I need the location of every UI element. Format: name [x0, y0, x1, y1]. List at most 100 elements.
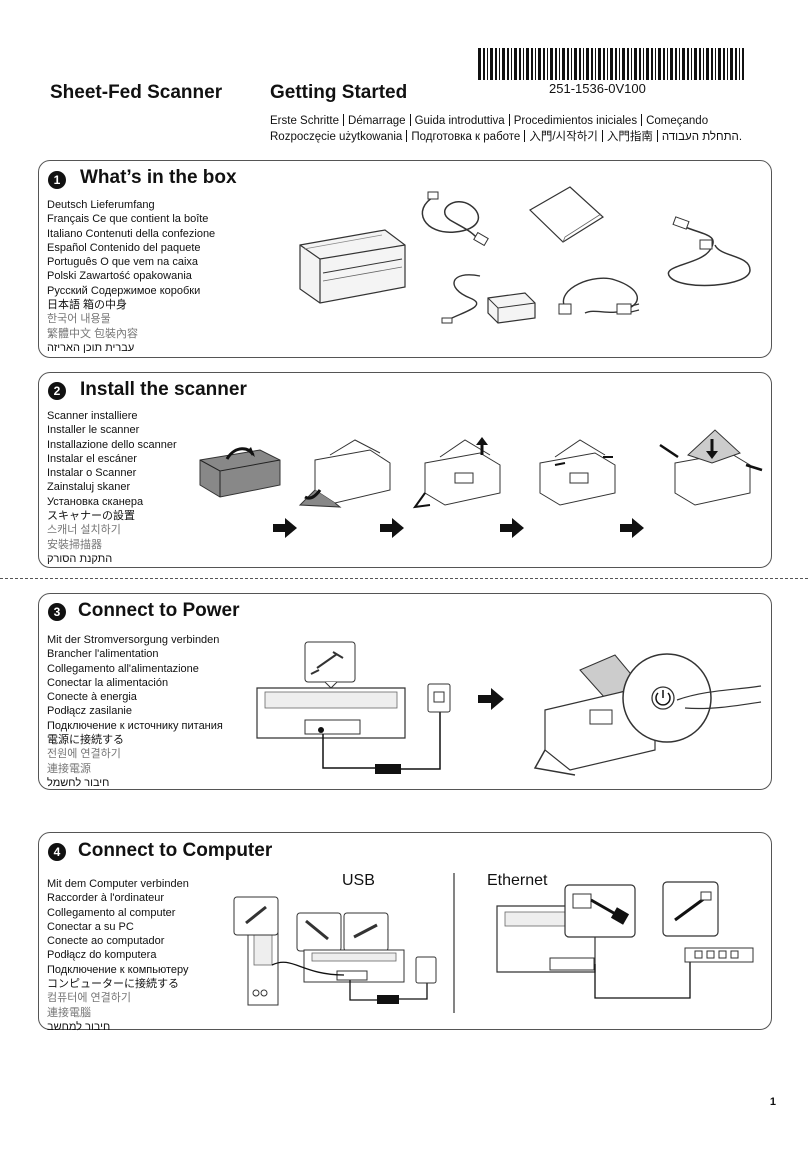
barcode-bar [591, 48, 593, 80]
lang-line: コンピューターに接続する [47, 978, 179, 991]
usb-label: USB [342, 872, 375, 889]
barcode-bar [667, 48, 668, 80]
section-connect-computer [38, 832, 772, 1030]
lang-line: Français Ce que contient la boîte [47, 213, 209, 226]
barcode-bar [682, 48, 685, 80]
scanner-rear-power-illustration [256, 641, 451, 774]
barcode-bar [607, 48, 608, 80]
barcode-bar [610, 48, 613, 80]
lang-line: Português O que vem na caixa [47, 256, 199, 269]
usb-connection-illustration [233, 896, 437, 1006]
barcode-bar [718, 48, 721, 80]
barcode-bar [739, 48, 740, 80]
subtitle-he: התחלת העבודה. [661, 131, 743, 143]
barcode-bar [502, 48, 505, 80]
section-3-languages: Mit der Stromversorgung verbinden Branch… [47, 633, 223, 790]
barcode-bar [742, 48, 744, 80]
ethernet-label: Ethernet [487, 872, 548, 889]
lang-line: Подключение к источнику питания [47, 719, 223, 732]
barcode-bar [646, 48, 649, 80]
barcode-bar [655, 48, 656, 80]
barcode-bar [547, 48, 548, 80]
lang-line: Установка сканера [47, 495, 144, 508]
barcode-bar [691, 48, 692, 80]
barcode-bar [670, 48, 673, 80]
lang-line: Instalar o Scanner [47, 467, 137, 480]
barcode-bar [634, 48, 637, 80]
barcode-bar [526, 48, 529, 80]
lang-line: Русский Содержимое коробки [47, 284, 201, 297]
subtitle-zh: 入門指南 [606, 131, 653, 143]
lang-line: Conectar la alimentación [47, 676, 169, 689]
step-number-2: 2 [48, 382, 66, 400]
section-title-1: What’s in the box [80, 167, 237, 188]
section-title-4: Connect to Computer [78, 840, 273, 861]
barcode [478, 48, 744, 80]
barcode-bar [727, 48, 728, 80]
lang-line: עברית תוכן האריזה [47, 341, 135, 354]
barcode-bar [703, 48, 704, 80]
scanner-power-button-illustration [533, 653, 762, 776]
barcode-bar [499, 48, 500, 80]
barcode-bar [538, 48, 541, 80]
section-4-languages: Mit dem Computer verbinden Raccorder à l… [47, 877, 189, 1034]
step-arrow-icon [620, 518, 644, 538]
lang-line: Italiano Contenuti della confezione [47, 227, 216, 240]
barcode-bar [543, 48, 545, 80]
barcode-bar [495, 48, 497, 80]
subtitle-line-2: Rozpoczęcie użytkowania Подготовка к рабо… [270, 128, 742, 144]
barcode-bar [550, 48, 553, 80]
lang-line: Installer le scanner [47, 424, 140, 437]
install-step-1-illustration [199, 447, 281, 498]
barcode-bar [514, 48, 517, 80]
barcode-bar [699, 48, 701, 80]
barcode-bar [711, 48, 713, 80]
install-step-3-illustration [412, 437, 501, 509]
lang-line: התקנת הסורק [47, 552, 113, 565]
lang-line: Conecte ao computador [47, 935, 165, 948]
barcode-bar [478, 48, 481, 80]
barcode-bar [687, 48, 689, 80]
subtitle-pl: Rozpoczęcie użytkowania [270, 131, 403, 143]
barcode-bar [487, 48, 488, 80]
barcode-bar [619, 48, 620, 80]
step-arrow-icon [500, 518, 524, 538]
step-arrow-icon [273, 518, 297, 538]
barcode-bar [706, 48, 709, 80]
barcode-bar [531, 48, 533, 80]
barcode-bar [523, 48, 524, 80]
lang-line: Installazione dello scanner [47, 438, 177, 451]
barcode-bar [631, 48, 632, 80]
install-step-4-illustration [539, 439, 616, 506]
lang-line: Collegamento all'alimentazione [47, 662, 199, 675]
lang-line: 繁體中文 包裝內容 [47, 327, 139, 340]
page-number: 1 [769, 1096, 776, 1108]
cut-line-divider [0, 578, 808, 579]
ethernet-connection-illustration [496, 881, 754, 999]
step-arrow-icon [380, 518, 404, 538]
subtitle-ru: Подготовка к работе [411, 131, 521, 143]
product-name: Sheet-Fed Scanner [50, 82, 223, 103]
lang-line: Podłącz zasilanie [47, 705, 132, 718]
barcode-bar [562, 48, 565, 80]
lang-line: Conecte à energia [47, 691, 137, 704]
power-cord-illustration [558, 277, 640, 315]
lang-line: Mit der Stromversorgung verbinden [47, 634, 220, 646]
subtitle-jp-kr: 入門/시작하기 [529, 131, 598, 143]
barcode-bar [663, 48, 665, 80]
lang-line: Conectar a su PC [47, 920, 134, 933]
barcode-bar [615, 48, 617, 80]
lang-line: 전원에 연결하기 [47, 748, 121, 761]
subtitle-it: Guida introduttiva [414, 115, 505, 127]
subtitle-fr: Démarrage [348, 115, 406, 127]
manual-illustration [529, 186, 604, 243]
lang-line: Brancher l'alimentation [47, 648, 159, 661]
barcode-bar [643, 48, 644, 80]
next-arrow-icon [478, 688, 504, 710]
step-number-1: 1 [48, 171, 66, 189]
barcode-bar [675, 48, 677, 80]
barcode-bar [555, 48, 557, 80]
lang-line: Español Contenido del paquete [47, 241, 201, 254]
lang-line: Mit dem Computer verbinden [47, 878, 189, 890]
barcode-bar [583, 48, 584, 80]
